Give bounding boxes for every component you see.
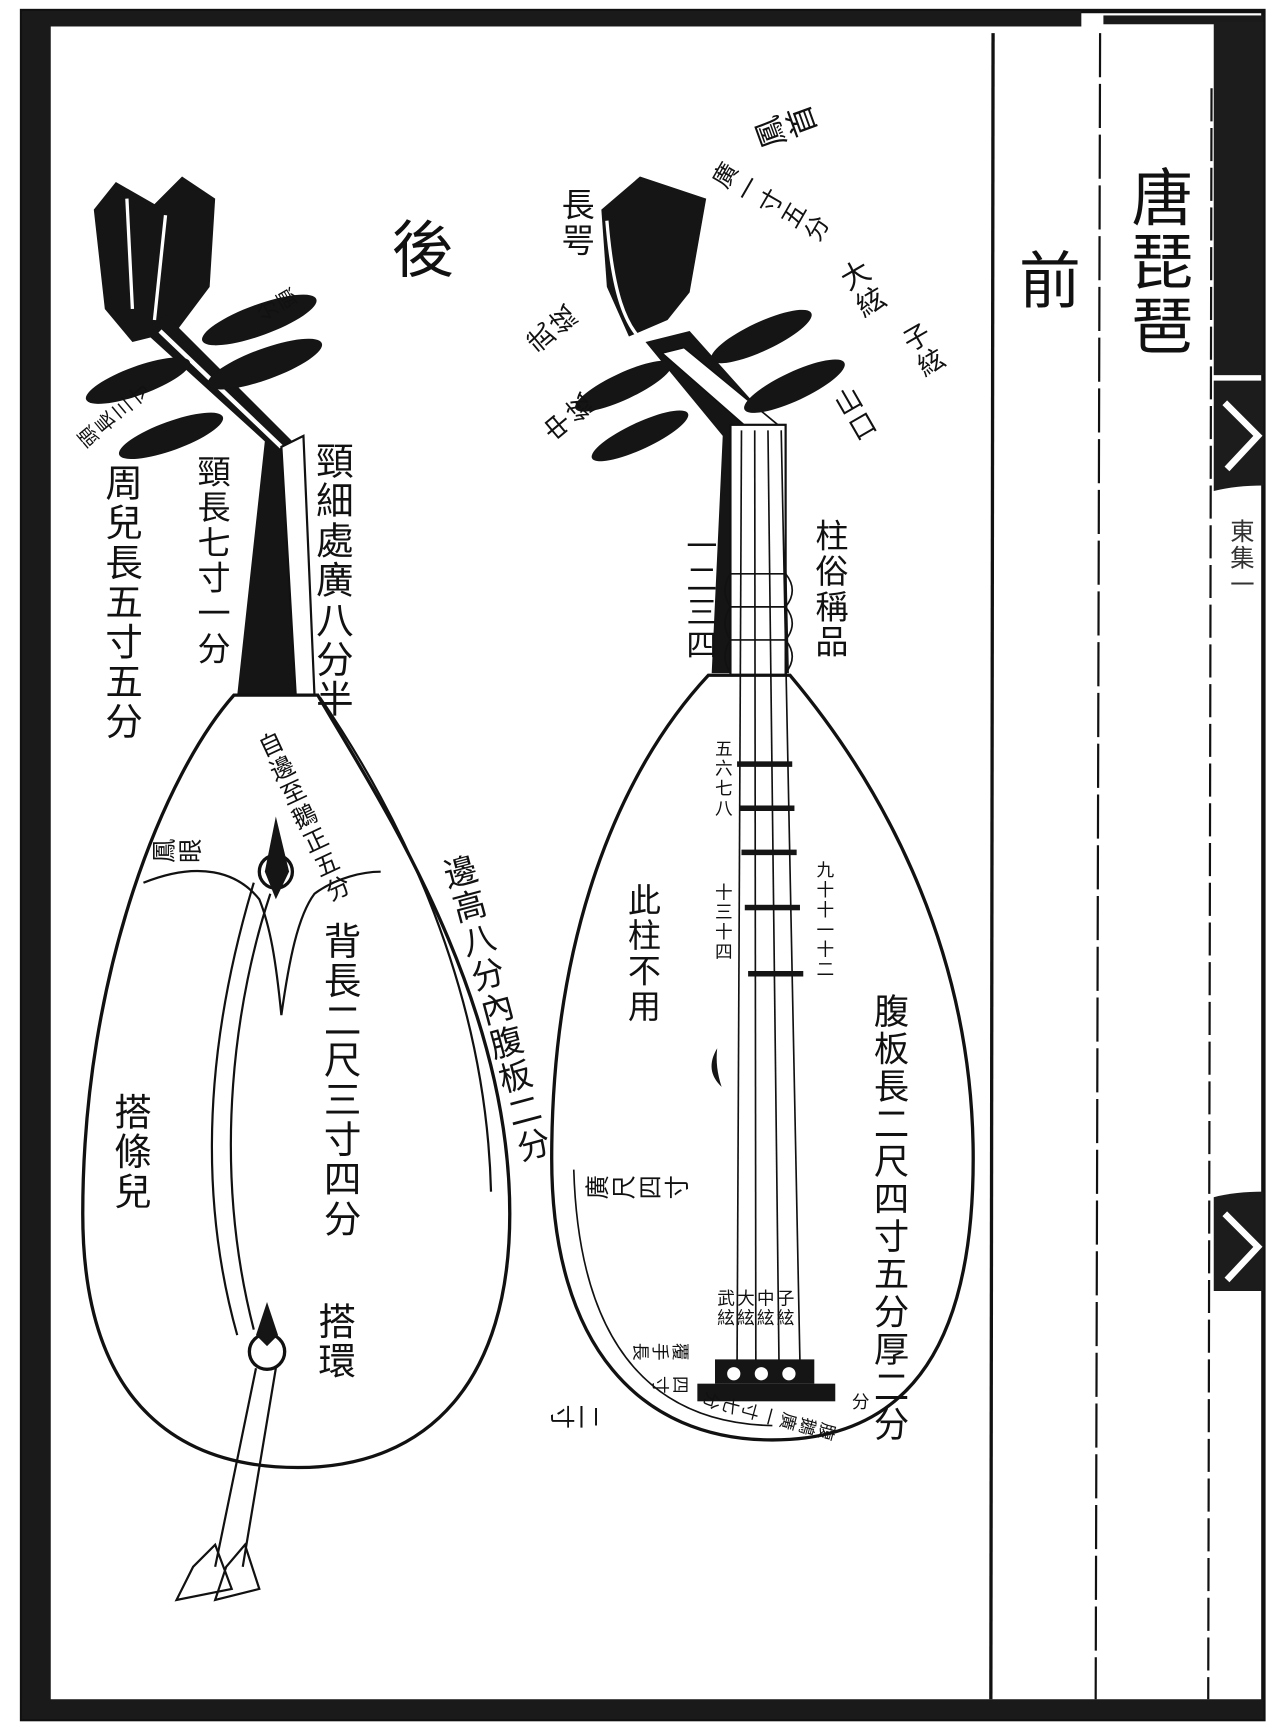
front-pipa bbox=[550, 176, 975, 1442]
label-bridge-left: 覆手長 bbox=[630, 1339, 690, 1361]
bridge-label-wu: 武絃 bbox=[713, 1288, 735, 1329]
fingerboard bbox=[729, 423, 787, 680]
label-eye: 鳳眼 bbox=[151, 839, 205, 868]
label-bridge-right: 分 bbox=[848, 1392, 870, 1413]
label-head-length: 周兒長五寸五分 bbox=[98, 463, 143, 742]
label-strap-strip: 搭條兒 bbox=[107, 1092, 152, 1212]
back-tuning-pegs bbox=[85, 294, 323, 460]
label-frets-name: 柱俗稱品 bbox=[808, 518, 848, 660]
strap-strip bbox=[210, 882, 272, 1336]
front-body bbox=[550, 673, 975, 1442]
label-bottom-left: 二寸 bbox=[548, 1400, 602, 1428]
front-head bbox=[601, 176, 707, 337]
frets bbox=[737, 761, 804, 977]
label-frets-9-12: 九十十一十二 bbox=[813, 860, 835, 980]
fish-tail-block bbox=[1213, 22, 1264, 376]
label-fret-unused: 此柱不用 bbox=[621, 882, 660, 1024]
bridge-label-zhong: 中絃 bbox=[753, 1288, 775, 1329]
front-tuning-pegs bbox=[575, 309, 845, 462]
top-border bbox=[22, 11, 1082, 27]
margin-text: 東集一 bbox=[1225, 518, 1254, 599]
back-pipa bbox=[81, 176, 512, 1602]
label-frets-5-8: 五六七八 bbox=[711, 739, 733, 819]
bridge-string-labels: 武絃 大絃 中絃 子絃 bbox=[713, 1288, 795, 1329]
label-face-length: 腹板長二尺四寸五分厚二分 bbox=[868, 993, 911, 1444]
strings bbox=[736, 430, 801, 1363]
moon-hole bbox=[711, 1048, 722, 1087]
front-section-label: 前 bbox=[1008, 248, 1081, 313]
column-divider bbox=[989, 33, 995, 1700]
tassel-cords bbox=[214, 1367, 277, 1568]
label-frets-13-14: 十三十四 bbox=[711, 882, 733, 963]
label-head-piece: 長咢 bbox=[555, 187, 594, 259]
back-body bbox=[81, 693, 512, 1470]
label-face-width: 廣尺四寸 bbox=[584, 1176, 691, 1204]
back-section-label: 後 bbox=[391, 215, 456, 287]
back-head bbox=[93, 176, 216, 343]
label-strap-ring: 搭環 bbox=[311, 1302, 356, 1382]
bottom-border bbox=[22, 1699, 1264, 1720]
label-neck-width: 頸細處廣八分半 bbox=[308, 441, 354, 720]
label-frets-1-4: 一二三四 bbox=[681, 529, 719, 663]
label-back-length: 背長二尺三寸四分 bbox=[316, 921, 361, 1240]
page-title: 唐琵琶 bbox=[1121, 165, 1193, 358]
label-bridge-left2: 四寸 bbox=[649, 1372, 690, 1394]
bridge-label-da: 大絃 bbox=[733, 1288, 755, 1329]
left-border bbox=[22, 11, 51, 1720]
back-ridge bbox=[143, 869, 381, 1016]
back-neck bbox=[143, 314, 315, 696]
label-neck-length: 頸長七寸一分 bbox=[190, 454, 230, 667]
tassels bbox=[174, 1542, 261, 1602]
bridge-label-zi: 子絃 bbox=[773, 1288, 795, 1329]
fret-humps bbox=[724, 572, 794, 674]
